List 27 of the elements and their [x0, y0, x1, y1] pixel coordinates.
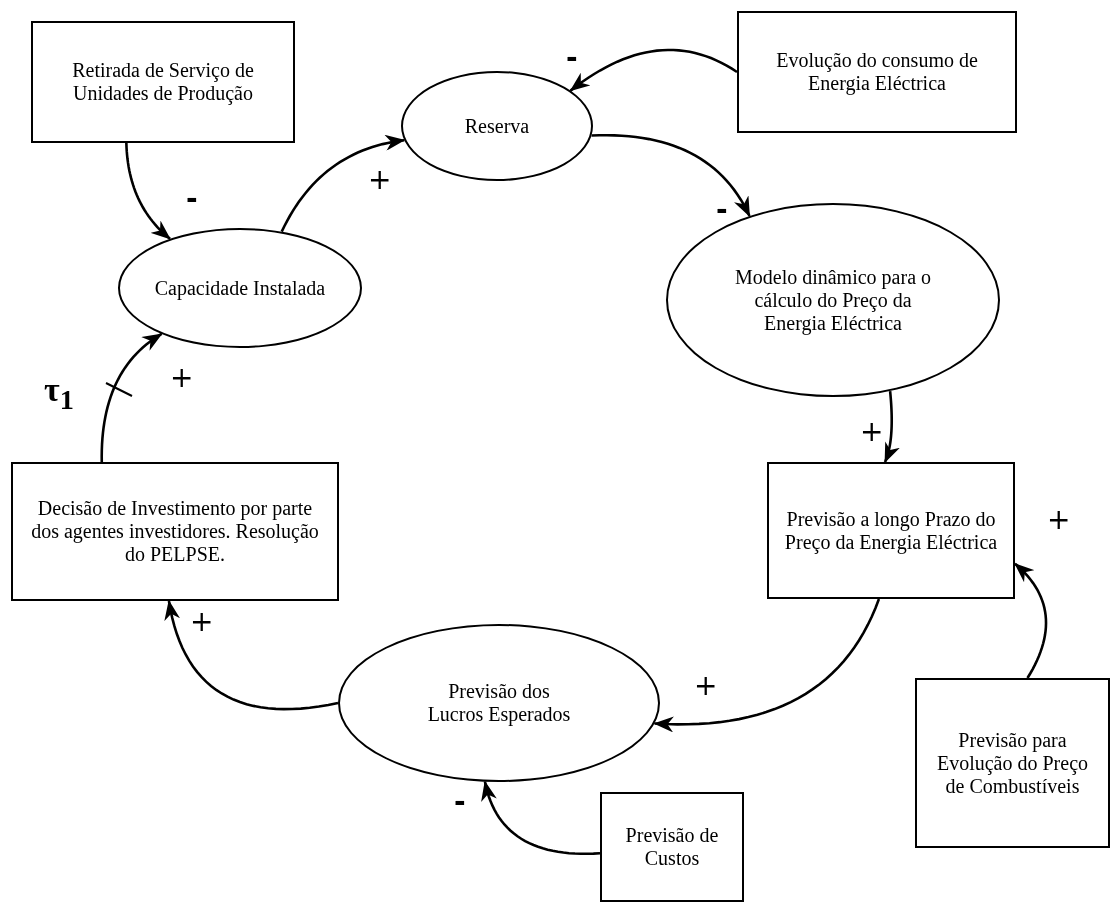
node-label: Decisão de Investimento por parte dos agentes investidores. Resolução do PELPSE.	[30, 497, 320, 566]
delay-label: τ$_{1}$	[44, 372, 74, 417]
edge-label: +	[694, 672, 718, 700]
edge-label: -	[716, 196, 728, 224]
edge-label: -	[454, 788, 466, 816]
edge-label: +	[860, 418, 884, 446]
node-label: Previsão a longo Prazo do Preço da Energia Eléctrica	[783, 507, 999, 554]
process-box	[767, 462, 1015, 599]
process-box	[915, 678, 1110, 848]
edge-label: -	[566, 44, 578, 72]
node-label: Previsão de Custos	[624, 824, 720, 870]
edge-label: +	[1047, 506, 1071, 534]
node-label: Capacidade Instalada	[154, 276, 326, 300]
process-box	[31, 21, 295, 143]
edge-label: +	[170, 364, 194, 392]
node-label: Evolução do consumo de Energia Eléctrica	[775, 49, 979, 95]
process-box	[600, 792, 744, 902]
edge-label: +	[190, 608, 214, 636]
edge-label: +	[368, 166, 392, 194]
process-box	[11, 462, 339, 601]
node-label: Reserva	[464, 114, 530, 138]
node-label: Previsão dos Lucros Esperados	[426, 680, 572, 726]
node-label: Previsão para Evolução do Preço de Combustíveis	[935, 728, 1090, 798]
node-label: Modelo dinâmico para o cálculo do Preço da Energia Eléctrica	[733, 265, 933, 335]
edge-label: -	[186, 185, 198, 213]
node-label: Retirada de Serviço de Unidades de Produção	[71, 59, 255, 105]
process-box	[737, 11, 1017, 133]
